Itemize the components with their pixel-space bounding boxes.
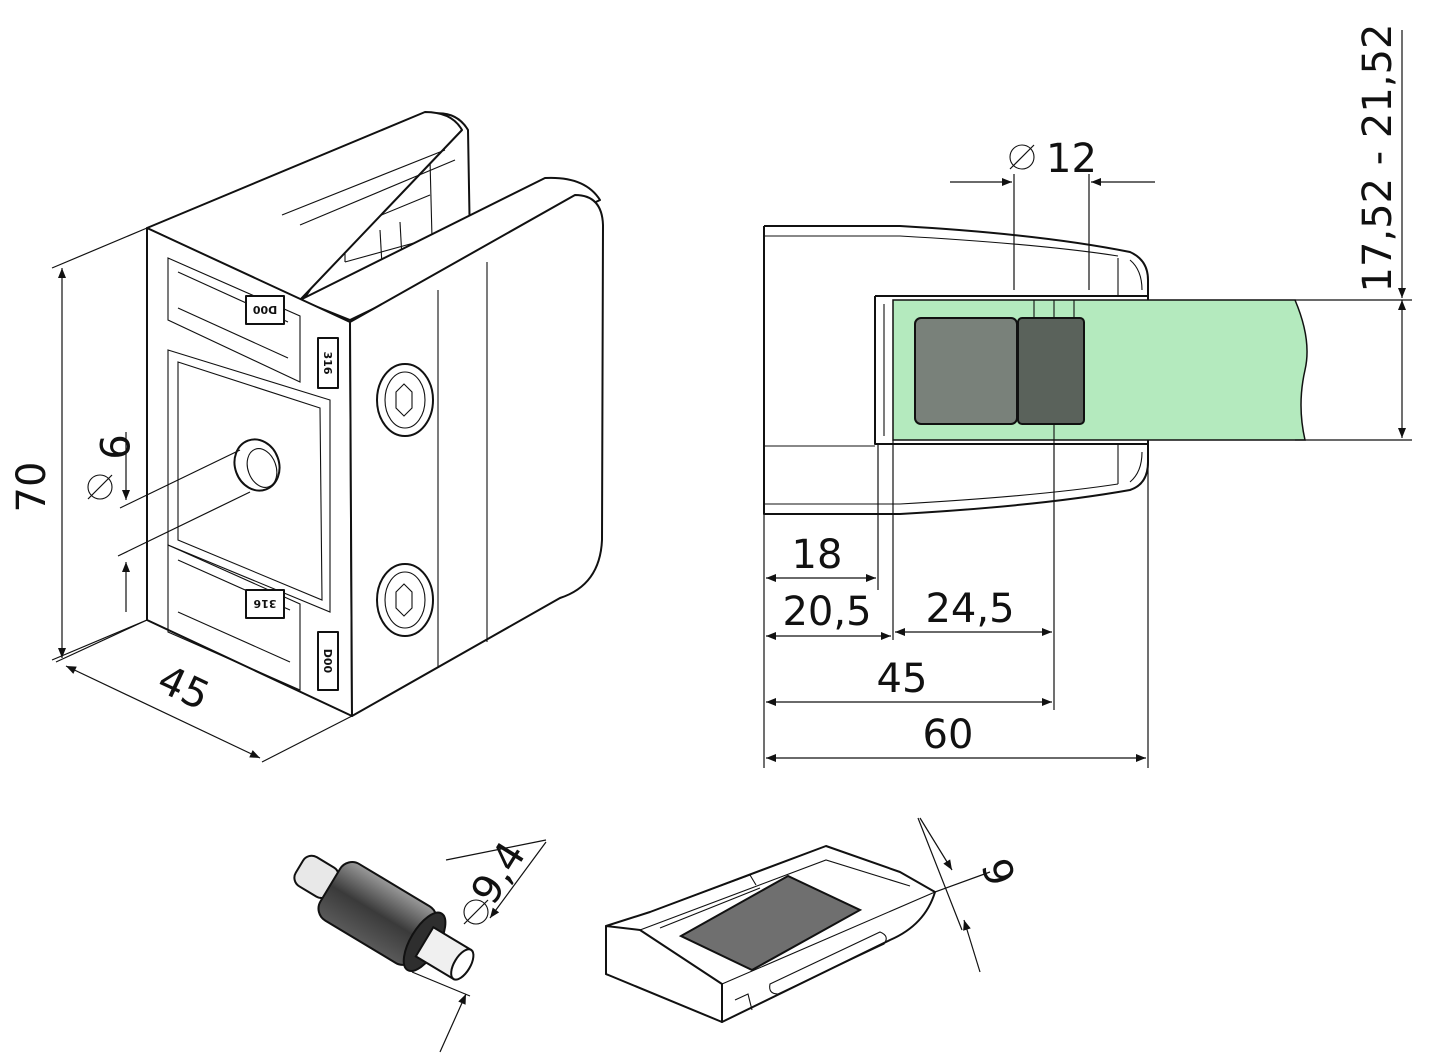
svg-text:316: 316 bbox=[321, 352, 334, 375]
section-dim-glass-thickness: 17,52 - 21,52 bbox=[1355, 24, 1401, 293]
set-screw-icon-bottom bbox=[376, 563, 434, 637]
section-dim-18: 18 bbox=[792, 532, 843, 578]
svg-text:316: 316 bbox=[253, 597, 276, 610]
set-screw-icon-top bbox=[376, 363, 434, 437]
section-dim-diameter-12: 12 bbox=[1009, 136, 1097, 182]
iso-dim-diameter-9: 9 bbox=[87, 434, 136, 500]
pin-dim-diameter-9-4: 9,4 bbox=[463, 834, 535, 925]
mark-plate-d00-right-bottom: D00 bbox=[317, 631, 339, 691]
insert-pad bbox=[678, 874, 863, 972]
section-dim-24-5: 24,5 bbox=[925, 586, 1014, 632]
pin-detail: 9,4 bbox=[293, 834, 547, 1053]
section-dim-45: 45 bbox=[877, 656, 928, 702]
mark-plate-316-right-top: 316 bbox=[317, 337, 339, 389]
svg-text:12: 12 bbox=[1046, 136, 1097, 182]
section-dim-20-5: 20,5 bbox=[782, 589, 871, 635]
iso-view: D00 316 316 D00 70 45 9 bbox=[9, 111, 604, 763]
svg-text:D00: D00 bbox=[252, 303, 277, 316]
mark-plate-d00-top: D00 bbox=[245, 295, 285, 325]
mark-plate-316-bottom: 316 bbox=[245, 589, 285, 619]
iso-dim-70: 70 bbox=[9, 462, 55, 513]
insert-dim-9: 9 bbox=[971, 853, 1023, 893]
svg-text:9: 9 bbox=[90, 434, 136, 459]
section-view: 12 17,52 - 21,52 18 20,5 24,5 45 60 bbox=[763, 24, 1412, 768]
section-dim-60: 60 bbox=[923, 712, 974, 758]
pin-section bbox=[1017, 317, 1085, 425]
svg-text:D00: D00 bbox=[321, 649, 334, 674]
rubber-pad bbox=[914, 317, 1018, 425]
insert-detail: 9 bbox=[605, 817, 1023, 1023]
